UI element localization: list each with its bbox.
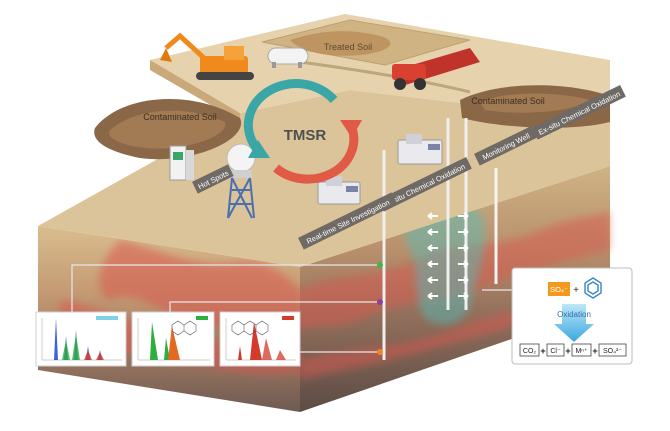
back-platform-edge [150, 60, 240, 122]
reaction-plus: + [573, 285, 579, 296]
sample-point-purple [377, 299, 383, 305]
product-sulfate: SO₄²⁻ [603, 348, 622, 355]
plus-3: + [592, 346, 597, 356]
tmsr-label: TMSR [284, 127, 327, 144]
tmsr-cycle: TMSR [243, 79, 362, 184]
drill-rig-left-icon [317, 150, 386, 360]
product-box-metal [571, 343, 592, 357]
oxidant-label: SO₄⁻ [550, 285, 568, 294]
spectrum-panel-3 [219, 311, 301, 367]
weather-tower-icon [226, 143, 256, 219]
storage-tank-icon [267, 47, 309, 68]
label-contaminated-soil-right: Contaminated Soil [471, 96, 545, 106]
plus-1: + [540, 346, 545, 356]
oxidation-arrow [554, 304, 594, 342]
injection-arrows [427, 212, 469, 300]
spectrum-panel-1 [35, 311, 127, 367]
product-box-co2 [519, 343, 540, 357]
product-box-cl [546, 343, 565, 357]
hot-spot-station-icon [169, 145, 194, 181]
sample-point-green [377, 262, 383, 268]
label-treated-soil: Treated Soil [324, 42, 372, 52]
product-co2: CO₂ [523, 348, 537, 355]
reaction-box: SO₄⁻ + Oxidation CO₂ + Cl⁻ + Mⁿ⁺ + SO₄²⁻ [511, 267, 633, 365]
spectrum-panel-2 [131, 311, 215, 367]
product-box-sulfate [598, 343, 627, 357]
oxidant-badge [548, 282, 570, 296]
plus-2: + [565, 346, 570, 356]
sample-callout-lines [71, 264, 380, 353]
excavator-icon [160, 32, 254, 80]
label-contaminated-soil-left: Contaminated Soil [143, 112, 217, 122]
product-cl: Cl⁻ [550, 348, 561, 355]
oxidation-label: Oxidation [557, 310, 591, 319]
sample-point-orange [377, 349, 383, 355]
product-metal: Mⁿ⁺ [575, 348, 587, 355]
screening-machine-icon [392, 48, 480, 90]
benzene-ring-icon [584, 277, 602, 299]
